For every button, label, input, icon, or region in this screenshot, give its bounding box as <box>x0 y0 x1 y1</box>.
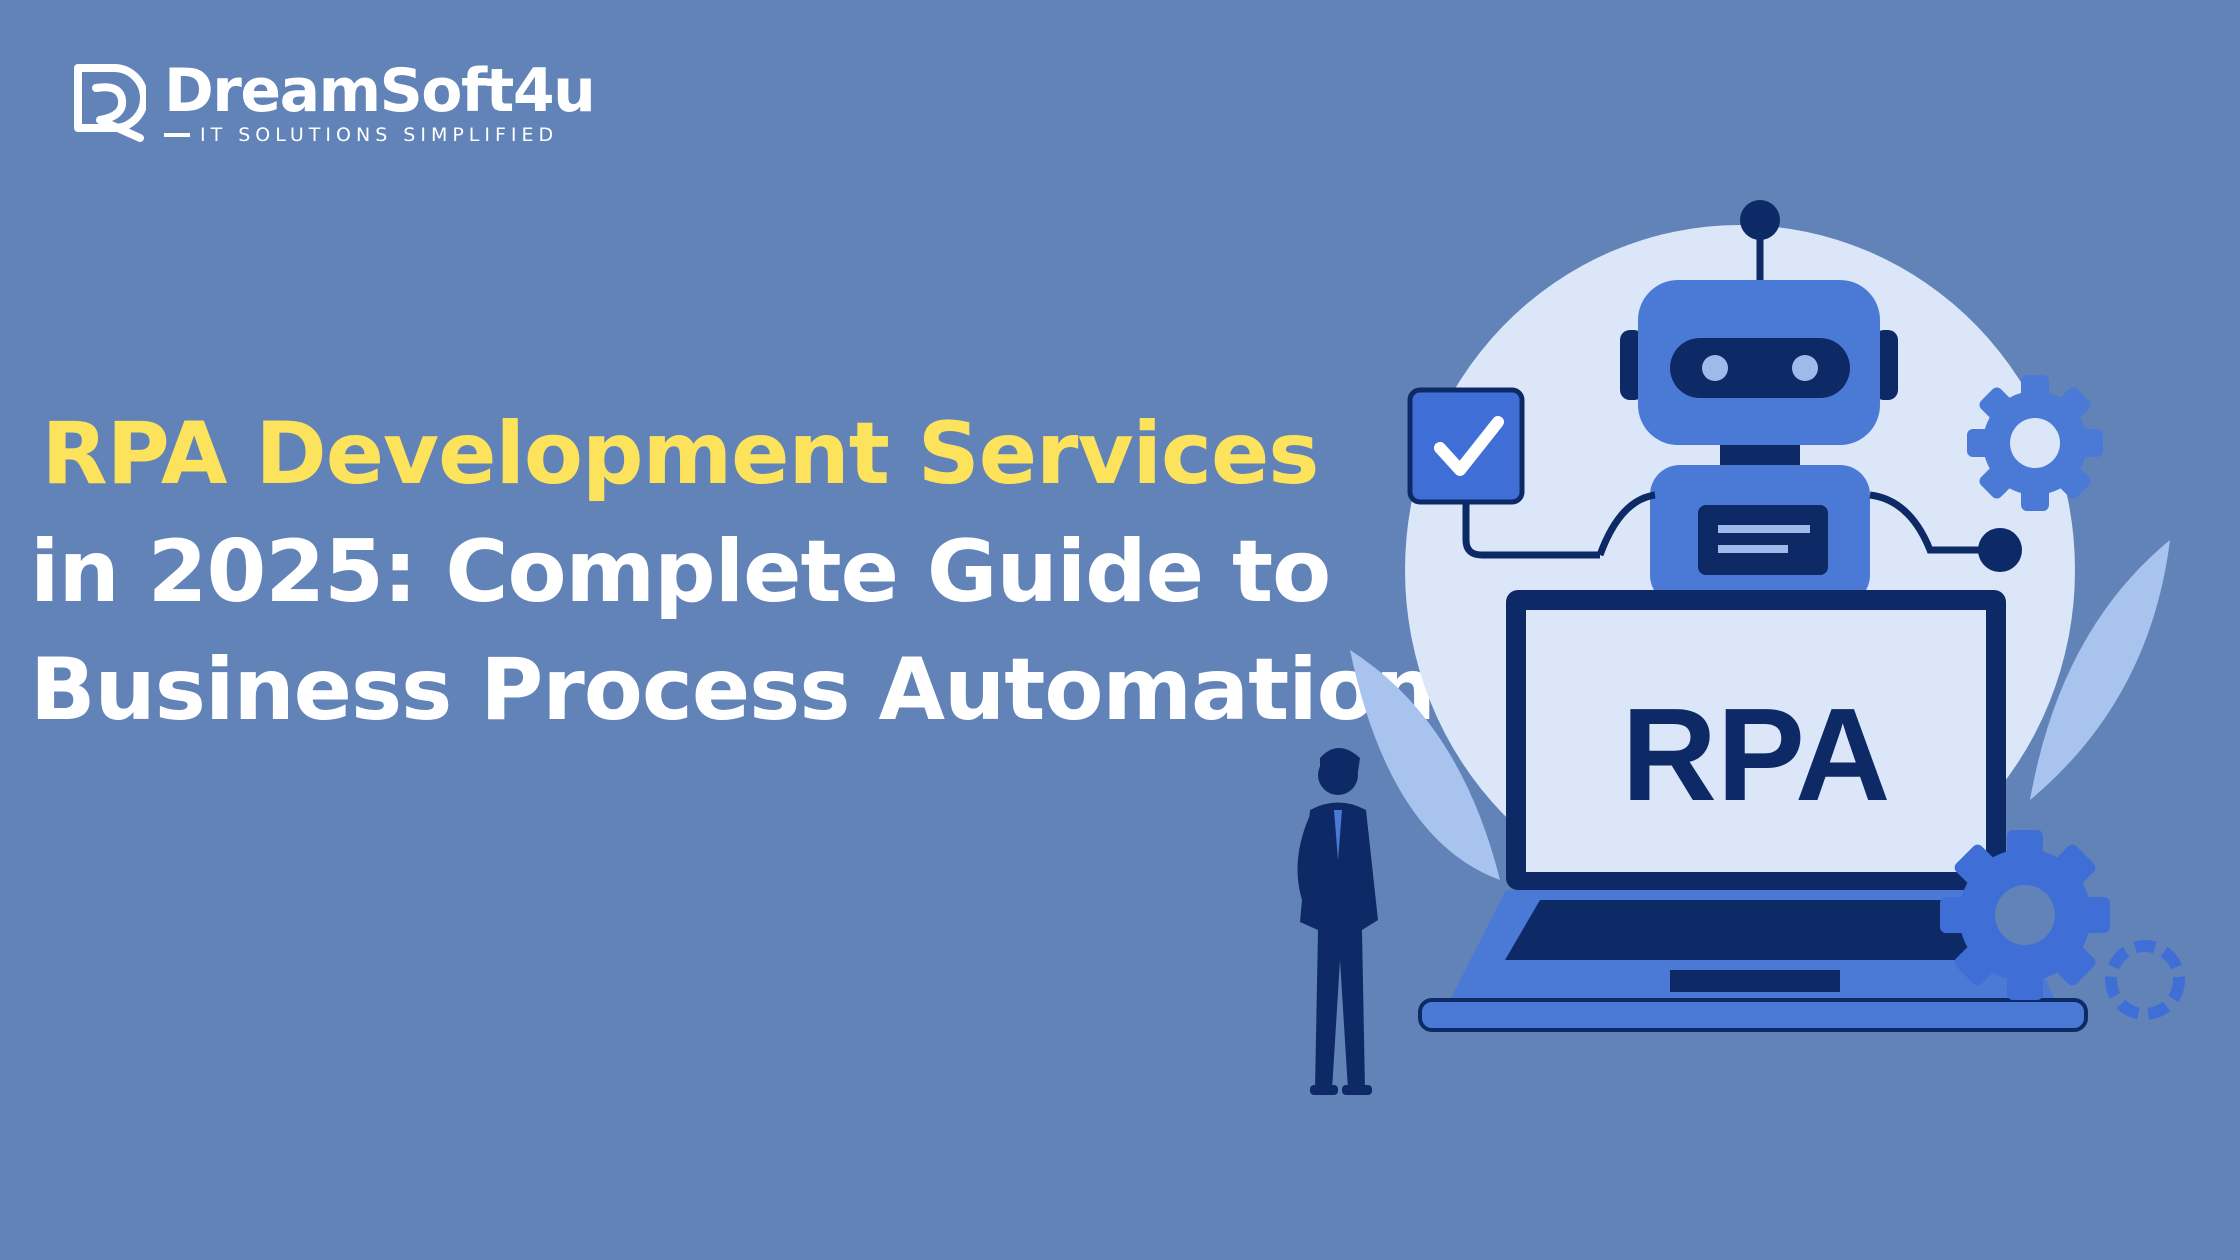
title-line-1: RPA Development Services <box>41 404 1319 504</box>
gear-icon <box>1940 830 2110 1000</box>
leaf-icon <box>2030 540 2170 800</box>
laptop-screen-label: RPA <box>1622 681 1891 828</box>
laptop-icon: RPA <box>1418 590 2088 1032</box>
title-line-3: Business Process Automation <box>30 640 1436 740</box>
brand-logo: DreamSoft4u IT SOLUTIONS SIMPLIFIED <box>70 56 596 146</box>
leaf-icon <box>1350 650 1500 880</box>
brand-tagline: IT SOLUTIONS SIMPLIFIED <box>164 124 594 146</box>
page-title: RPA Development Services in 2025: Comple… <box>30 395 1436 749</box>
businessman-icon <box>1297 748 1378 1095</box>
brand-name: DreamSoft4u <box>164 56 596 126</box>
gear-icon <box>2105 940 2185 1020</box>
checkbox-icon <box>1407 387 1525 505</box>
title-line-2: in 2025: Complete Guide to <box>30 522 1331 622</box>
ds-logo-icon <box>74 64 146 142</box>
robot-icon <box>1596 200 2022 605</box>
rpa-illustration: RPA <box>1297 200 2185 1095</box>
gear-icon <box>1967 375 2103 511</box>
